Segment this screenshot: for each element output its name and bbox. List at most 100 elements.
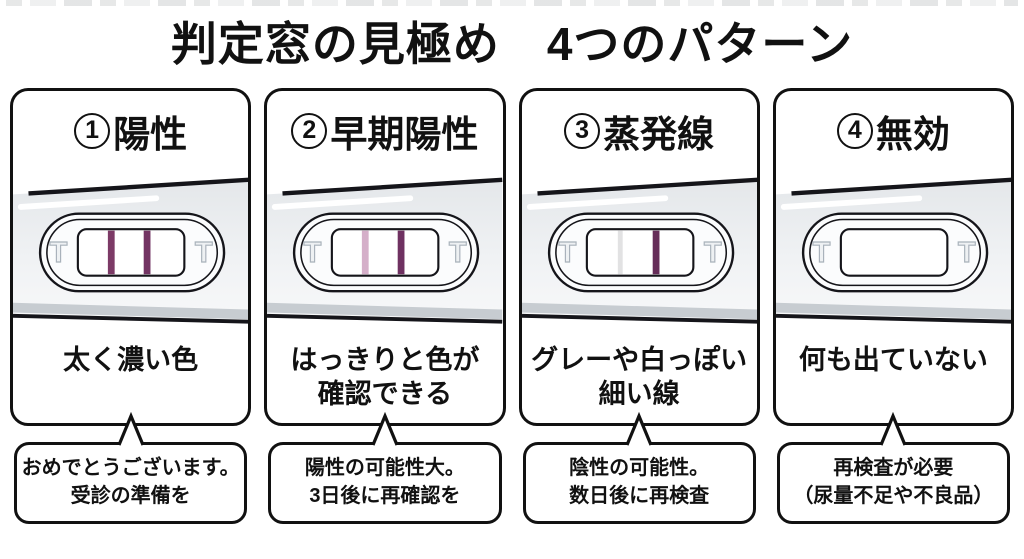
result-caption-line: グレーや白っぽい [531, 344, 748, 375]
test-line [362, 230, 369, 275]
window-capsule-inner [300, 218, 473, 286]
callout-pointer [877, 411, 909, 446]
strip-bottom-shade [521, 302, 757, 320]
t-marker-right: T [449, 237, 467, 269]
panel-heading: 4 無効 [836, 104, 950, 158]
pattern-column: 4 無効 T T 何も出ていない 再検査が必要（尿 [772, 87, 1014, 524]
strip-bottom-edge [521, 313, 757, 324]
strip-highlight [272, 195, 414, 210]
pattern-panel: 2 早期陽性 T T はっきりと色が確認できる [264, 87, 506, 426]
window-capsule-inner [554, 218, 727, 286]
circled-number-digit: 3 [575, 116, 590, 145]
control-line [397, 230, 405, 275]
advice-callout-line: （尿量不足や不良品） [793, 484, 994, 507]
strip-bottom-edge [775, 313, 1011, 324]
result-caption: 何も出ていない [799, 343, 988, 378]
panel-heading: 2 早期陽性 [291, 104, 478, 158]
callout-pointer-icon [371, 411, 399, 446]
test-strip-illustration: T T [775, 175, 1011, 330]
test-strip-svg: T T [13, 177, 249, 324]
test-strip-illustration: T T [267, 175, 503, 330]
result-caption-line: はっきりと色が [290, 344, 480, 375]
strip-top-edge [791, 177, 1011, 196]
test-strip-svg: T T [521, 177, 757, 324]
result-caption-line: 細い線 [598, 379, 680, 410]
strip-highlight [17, 195, 160, 210]
strip-bottom-shade [267, 302, 503, 320]
result-caption-line: 確認できる [317, 379, 453, 410]
callout-pointer-icon [117, 411, 145, 446]
strip-bottom-shade [775, 302, 1011, 320]
result-caption: グレーや白っぽい細い線 [531, 343, 747, 412]
t-marker-left: T [50, 237, 68, 269]
strip-bottom-edge [267, 313, 503, 324]
t-marker-right: T [195, 237, 213, 269]
panel-heading-text: 無効 [875, 113, 950, 155]
page-title: 判定窓の見極め 4つのパターン [170, 18, 854, 70]
callout-pointer-icon [625, 411, 653, 446]
panel-heading: 1 陽性 [74, 104, 187, 158]
advice-callout-line: 再検査が必要 [833, 457, 954, 480]
pattern-panel: 3 蒸発線 T T グレーや白っぽい細い線 [518, 87, 760, 426]
pattern-column: 2 早期陽性 T T はっきりと色が確認できる 陽 [264, 87, 506, 524]
advice-callout: 陽性の可能性大。 3日後に再確認を [268, 441, 502, 524]
window-capsule-inner [46, 218, 219, 286]
advice-callout-line: 受診の準備を [70, 484, 191, 507]
test-line [107, 230, 115, 275]
advice-callout-line: おめでとうございます。 [21, 457, 240, 480]
t-marker-left: T [304, 237, 322, 269]
circled-number-digit: 4 [847, 116, 862, 145]
test-strip-svg: T T [267, 177, 503, 324]
pattern-columns-row: 1 陽性 T T 太く濃い色 おめでとうございます [0, 87, 1024, 524]
advice-callout: おめでとうございます。受診の準備を [14, 441, 248, 524]
strip-bottom-edge [13, 313, 249, 324]
t-marker-right: T [703, 237, 721, 269]
circled-number-digit: 2 [302, 116, 317, 145]
circled-number-digit: 1 [85, 116, 100, 145]
circled-number: 4 [836, 112, 873, 149]
window-capsule-inner [808, 218, 981, 286]
advice-callout: 陰性の可能性。数日後に再検査 [522, 441, 756, 524]
pattern-panel: 4 無効 T T 何も出ていない [772, 87, 1014, 426]
pattern-column: 1 陽性 T T 太く濃い色 おめでとうございます [10, 87, 252, 524]
result-window [331, 227, 440, 277]
callout-pointer-icon [879, 411, 907, 446]
strip-top-edge [28, 177, 249, 196]
result-window [585, 227, 694, 277]
pattern-panel: 1 陽性 T T 太く濃い色 [10, 87, 252, 426]
pattern-column: 3 蒸発線 T T グレーや白っぽい細い線 陰性の [518, 87, 760, 524]
result-caption: はっきりと色が確認できる [290, 343, 479, 412]
strip-bottom-shade [13, 302, 249, 320]
t-marker-right: T [958, 237, 976, 269]
result-caption: 太く濃い色 [63, 343, 198, 378]
t-marker-left: T [558, 237, 576, 269]
advice-callout-line: 陰性の可能性。 [569, 457, 710, 480]
result-window [76, 227, 186, 277]
panel-heading-text: 蒸発線 [603, 113, 715, 155]
test-strip-illustration: T T [13, 175, 249, 330]
strip-highlight [780, 195, 922, 210]
strip-highlight [526, 195, 668, 210]
t-marker-left: T [812, 237, 830, 269]
circled-number: 1 [74, 112, 111, 149]
callout-pointer [623, 411, 655, 446]
panel-heading-text: 陽性 [113, 113, 188, 155]
advice-callout-line: 数日後に再検査 [569, 484, 710, 507]
control-line [652, 230, 659, 275]
advice-callout: 再検査が必要 （尿量不足や不良品） [776, 441, 1010, 524]
circled-number: 2 [291, 112, 328, 149]
strip-top-edge [282, 177, 503, 196]
cropped-text-artifact [6, 0, 1018, 6]
test-line [617, 230, 623, 275]
callout-pointer [115, 411, 147, 446]
advice-callout-line: 3日後に再確認を [309, 484, 461, 507]
panel-heading: 3 蒸発線 [564, 104, 714, 158]
strip-top-edge [536, 177, 757, 196]
panel-heading-text: 早期陽性 [330, 113, 479, 155]
callout-pointer [369, 411, 401, 446]
circled-number: 3 [564, 112, 601, 149]
test-strip-svg: T T [775, 177, 1011, 324]
advice-callout-line: 陽性の可能性大。 [304, 457, 465, 480]
test-strip-illustration: T T [521, 175, 757, 330]
